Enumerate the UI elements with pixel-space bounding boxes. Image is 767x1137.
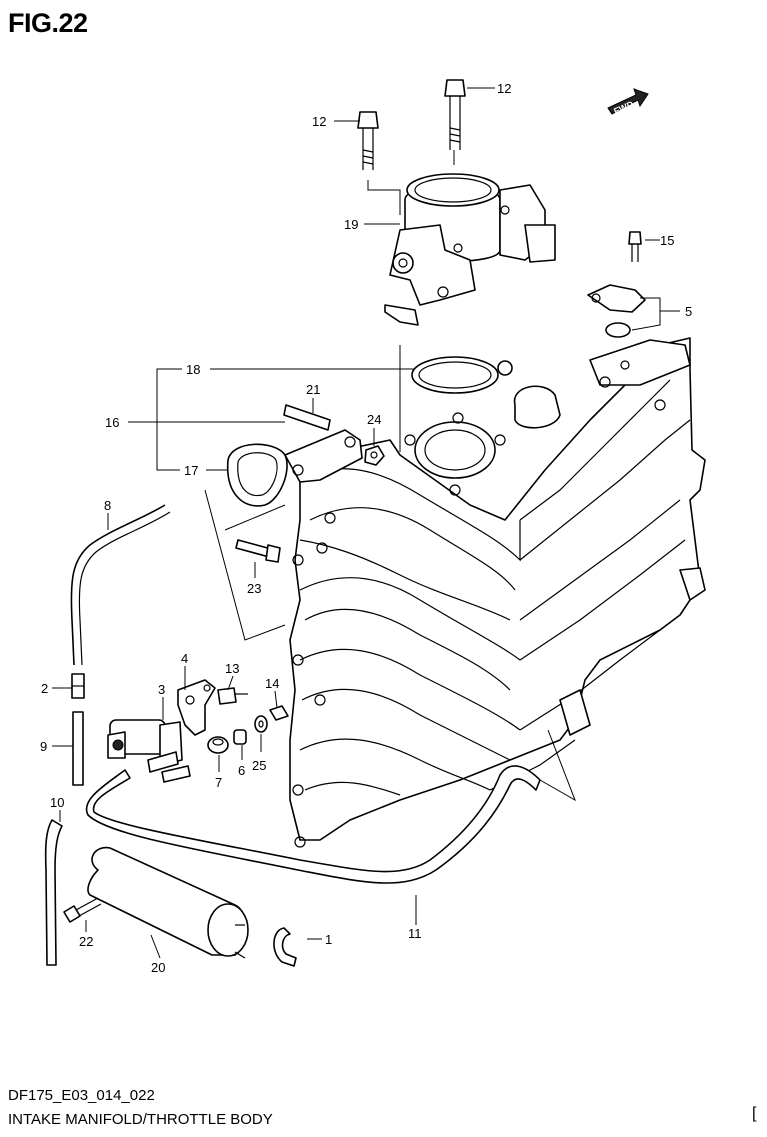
callouts: 12 12 19 15 5 18 21 16 24 17 8 23 4 13 2… <box>40 81 692 975</box>
callout-16: 16 <box>105 415 119 430</box>
callout-24: 24 <box>367 412 381 427</box>
diagram-code: DF175_E03_014_022 <box>8 1087 155 1104</box>
nut-24 <box>364 445 385 466</box>
grommet-7 <box>207 736 229 754</box>
leader-lines <box>52 87 680 959</box>
leader-16-region <box>204 489 286 641</box>
bolt-23 <box>235 539 281 563</box>
callout-19: 19 <box>344 217 358 232</box>
leader-23-region <box>224 504 286 531</box>
callout-5: 5 <box>685 304 692 319</box>
callout-18: 18 <box>186 362 200 377</box>
bolt-22 <box>63 897 102 923</box>
clip-1 <box>273 927 297 967</box>
hose-8 <box>70 504 166 666</box>
callout-6: 6 <box>238 763 245 778</box>
callout-15: 15 <box>660 233 674 248</box>
hose-11 <box>85 765 541 884</box>
collar-6 <box>233 729 247 745</box>
stud-21 <box>283 404 331 431</box>
vsv-3 <box>107 719 191 783</box>
hose-9 <box>72 711 84 786</box>
callout-8: 8 <box>104 498 111 513</box>
callout-11: 11 <box>408 926 422 941</box>
callout-12-right: 12 <box>497 81 511 96</box>
bolt-15 <box>628 231 642 262</box>
joint-2 <box>71 673 85 699</box>
hose-10 <box>44 819 63 966</box>
callout-20: 20 <box>151 960 165 975</box>
gasket-17 <box>227 443 288 507</box>
intake-manifold <box>289 337 706 848</box>
callout-23: 23 <box>247 581 261 596</box>
callout-4: 4 <box>181 651 188 666</box>
bolt-13 <box>217 687 248 705</box>
fwd-arrow-icon: FWD <box>607 88 649 117</box>
plate-16 <box>284 429 363 483</box>
callout-10: 10 <box>50 795 64 810</box>
bracket-4 <box>177 679 216 736</box>
bolt-12-right <box>444 79 466 150</box>
throttle-body <box>384 173 556 326</box>
callout-25: 25 <box>252 758 266 773</box>
sensor-5 <box>587 284 646 338</box>
page-mark: [ <box>752 1105 757 1122</box>
fwd-label: FWD <box>612 99 635 117</box>
callout-22: 22 <box>79 934 93 949</box>
callout-14: 14 <box>265 676 279 691</box>
bolt-14 <box>269 705 289 721</box>
callout-1: 1 <box>325 932 332 947</box>
diagram-caption: INTAKE MANIFOLD/THROTTLE BODY <box>8 1111 273 1128</box>
callout-13: 13 <box>225 661 239 676</box>
bolt-12-left <box>357 111 379 170</box>
figure-title: FIG.22 <box>8 8 88 38</box>
washer-25 <box>254 715 268 733</box>
callout-7: 7 <box>215 775 222 790</box>
callout-2: 2 <box>41 681 48 696</box>
canister-20 <box>87 846 249 959</box>
leader-11-region <box>539 729 576 802</box>
throttle-gasket <box>411 356 513 394</box>
callout-9: 9 <box>40 739 47 754</box>
callout-3: 3 <box>158 682 165 697</box>
callout-17: 17 <box>184 463 198 478</box>
callout-12-left: 12 <box>312 114 326 129</box>
callout-21: 21 <box>306 382 320 397</box>
